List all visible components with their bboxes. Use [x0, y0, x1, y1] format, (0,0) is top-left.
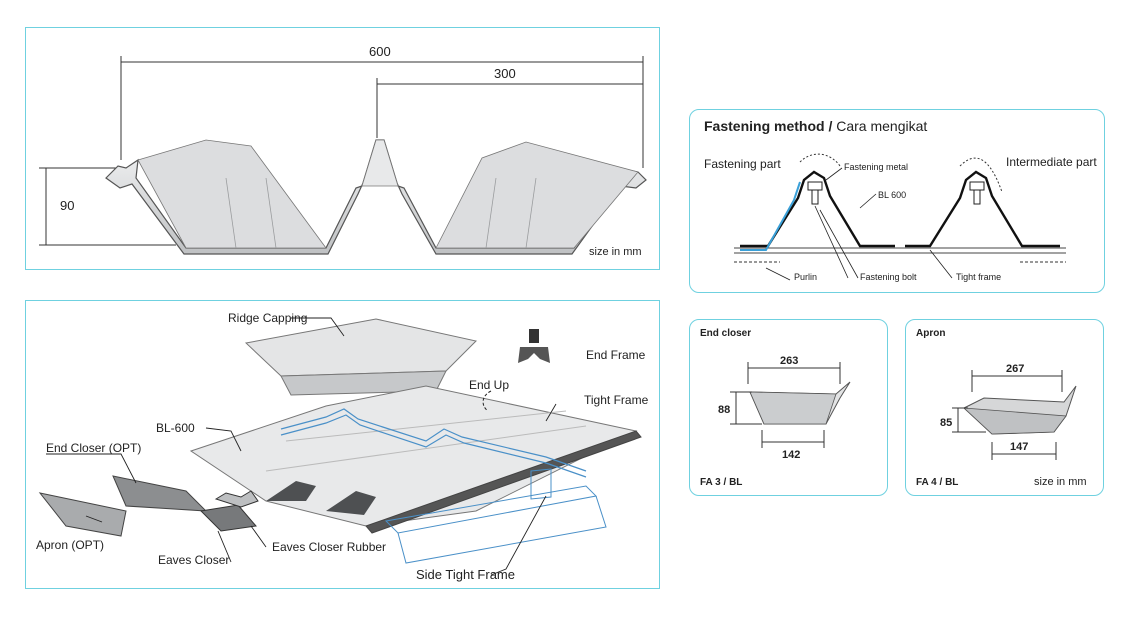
tight-frame-part [280, 408, 587, 478]
apron-dim-top: 267 [1006, 363, 1024, 375]
label-side-tight-frame: Side Tight Frame [416, 567, 515, 582]
dim-90-label: 90 [60, 198, 74, 213]
apron-title: Apron [916, 328, 945, 339]
dim-300-label: 300 [494, 66, 516, 81]
fastening-diagram: Fastening part Intermediate part Fasteni… [704, 153, 1097, 282]
apron-size-note: size in mm [1034, 476, 1087, 488]
fastening-title-bold: Fastening method / [704, 118, 833, 134]
label-bl600: BL-600 [156, 421, 195, 435]
assembly-panel: Ridge Capping End Frame End Up Tight Fra… [25, 300, 660, 589]
label-tight-frame-fastening: Tight frame [956, 272, 1001, 282]
apron-diagram: Apron 267 85 147 FA 4 / BL size in mm [916, 328, 1087, 488]
end-closer-panel: End closer 263 88 142 FA 3 / BL [689, 319, 888, 496]
label-eaves-closer: Eaves Closer [158, 553, 229, 567]
fastening-title: Fastening method / Cara mengikat [704, 118, 927, 134]
apron-code: FA 4 / BL [916, 477, 958, 488]
ridge-capping-part [244, 318, 477, 396]
label-ridge-capping: Ridge Capping [228, 311, 307, 325]
end-closer-title: End closer [700, 328, 751, 339]
end-closer-dim-height: 88 [718, 404, 730, 416]
end-closer-diagram: End closer 263 88 142 FA 3 / BL [700, 328, 851, 488]
label-eaves-closer-rubber: Eaves Closer Rubber [272, 540, 386, 554]
size-note: size in mm [589, 246, 642, 258]
label-tight-frame: Tight Frame [584, 393, 649, 407]
apron-dim-height: 85 [940, 417, 952, 429]
end-closer-code: FA 3 / BL [700, 477, 742, 488]
eaves-closer-rubber-part [214, 490, 259, 508]
label-apron: Apron (OPT) [36, 538, 104, 552]
label-purlin: Purlin [794, 272, 817, 282]
apron-panel: Apron 267 85 147 FA 4 / BL size in mm [905, 319, 1104, 496]
apron-dim-bottom: 147 [1010, 441, 1028, 453]
label-fastening-part: Fastening part [704, 157, 781, 171]
fastening-title-normal: Cara mengikat [832, 118, 928, 134]
end-frame-part [518, 329, 550, 363]
assembly-diagram: Ridge Capping End Frame End Up Tight Fra… [36, 311, 649, 582]
label-bl600-fastening: BL 600 [878, 190, 906, 200]
label-fastening-metal: Fastening metal [844, 162, 908, 172]
label-intermediate-part: Intermediate part [1006, 155, 1097, 169]
fastening-panel: Fastening method / Cara mengikat Fasteni… [689, 109, 1105, 293]
profile-panel: 600 300 90 size in mm [25, 27, 660, 270]
end-closer-dim-bottom: 142 [782, 449, 800, 461]
side-tight-frame-part [384, 468, 607, 564]
bl600-sheet [189, 385, 642, 534]
label-end-up: End Up [469, 378, 509, 392]
end-closer-dim-top: 263 [780, 355, 798, 367]
apron-part [38, 492, 127, 537]
eaves-closer-part [199, 504, 257, 532]
label-end-closer: End Closer (OPT) [46, 441, 141, 455]
end-closer-part [112, 475, 208, 512]
dim-600-label: 600 [369, 44, 391, 59]
profile-diagram: 600 300 90 size in mm [39, 44, 647, 258]
label-end-frame: End Frame [586, 348, 646, 362]
label-fastening-bolt: Fastening bolt [860, 272, 917, 282]
intermediate-part-profile [905, 170, 1060, 248]
